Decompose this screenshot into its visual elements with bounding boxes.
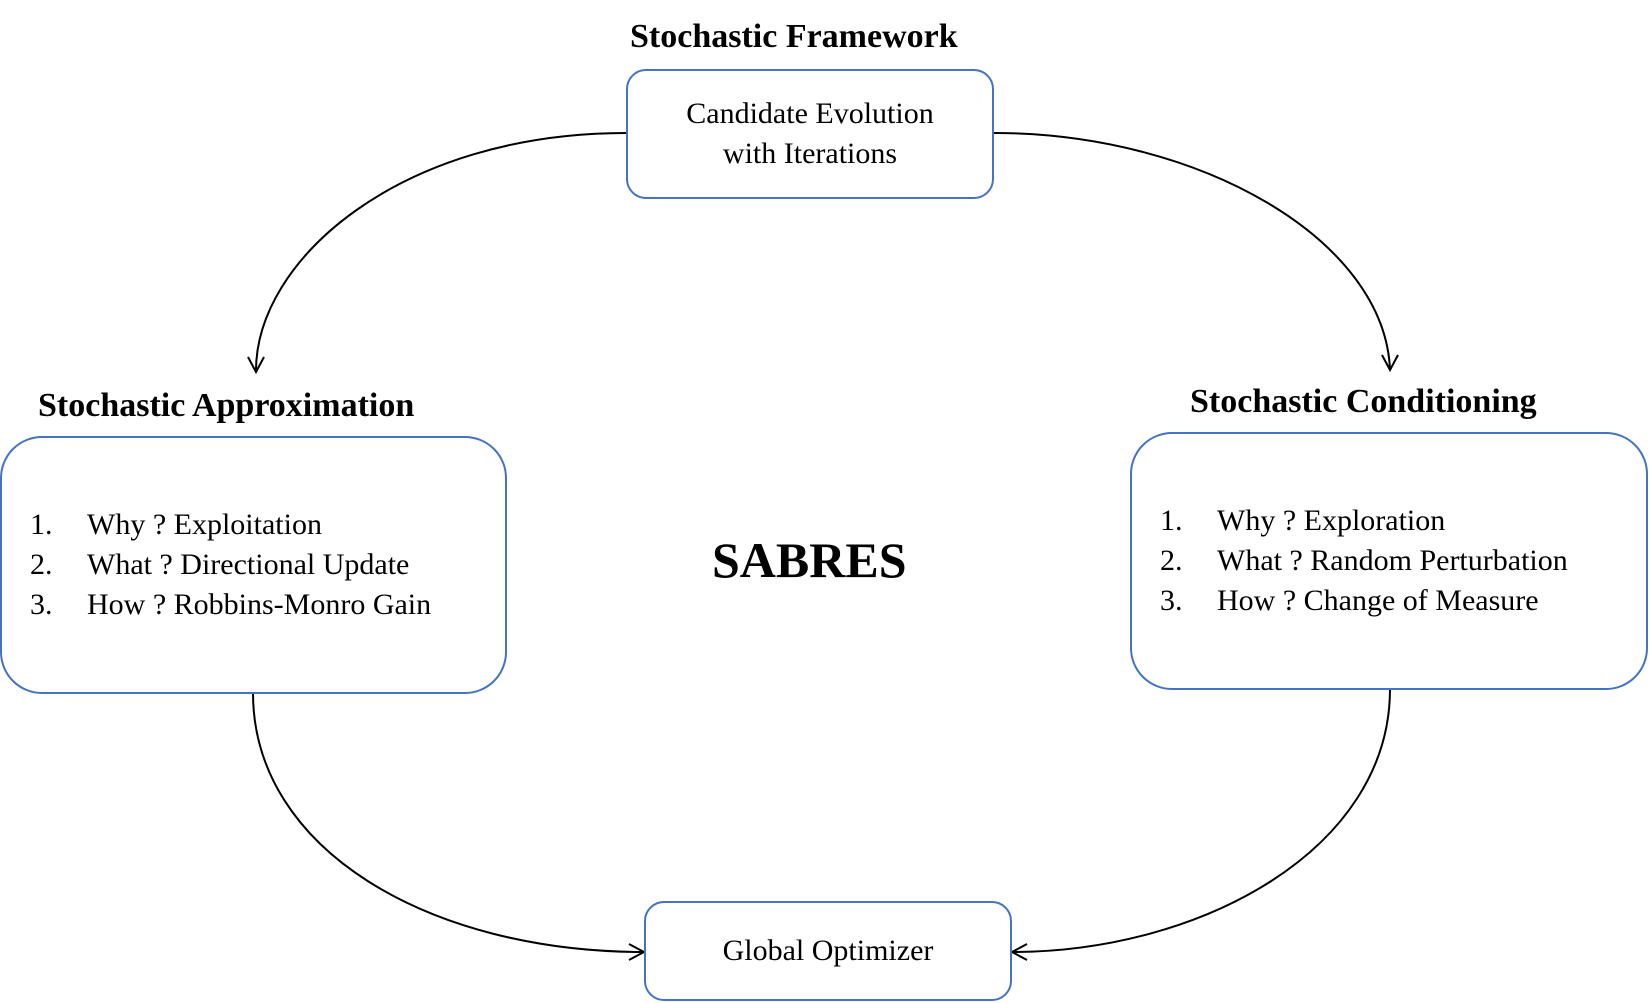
stochastic-conditioning-box: 1. Why ? Exploration 2. What ? Random Pe…	[1130, 432, 1648, 690]
list-item: 2. What ? Random Perturbation	[1160, 541, 1646, 581]
list-item-number: 2.	[30, 548, 53, 581]
connector-top-to-left	[254, 132, 627, 373]
heading-stochastic-framework: Stochastic Framework	[630, 18, 958, 55]
list-item-number: 3.	[1160, 584, 1183, 617]
list-item-number: 1.	[30, 508, 53, 541]
list-item-text: Why ? Exploration	[1217, 504, 1446, 537]
list-item-text: What ? Directional Update	[87, 548, 410, 581]
global-optimizer-label: Global Optimizer	[722, 934, 934, 967]
list-item: 1. Why ? Exploration	[1160, 501, 1646, 541]
heading-stochastic-conditioning: Stochastic Conditioning	[1190, 383, 1537, 420]
heading-stochastic-approximation: Stochastic Approximation	[38, 387, 415, 424]
candidate-evolution-line-1: Candidate Evolution	[686, 97, 934, 130]
list-item-text: What ? Random Perturbation	[1217, 544, 1568, 577]
arrowhead-right	[1381, 354, 1399, 373]
global-optimizer-box: Global Optimizer	[644, 901, 1012, 1001]
list-item-number: 2.	[1160, 544, 1183, 577]
list-item-text: How ? Robbins-Monro Gain	[87, 588, 432, 621]
list-item-number: 1.	[1160, 504, 1183, 537]
arrowhead-bottom-right	[1009, 943, 1028, 961]
list-item: 1. Why ? Exploitation	[30, 505, 505, 545]
list-item-text: Why ? Exploitation	[87, 508, 322, 541]
list-item: 3. How ? Change of Measure	[1160, 581, 1646, 621]
connector-top-to-right	[993, 132, 1391, 371]
connector-left-to-bottom	[252, 692, 645, 953]
connector-right-to-bottom	[1011, 688, 1391, 953]
arrowhead-left	[247, 356, 265, 375]
stochastic-approximation-box: 1. Why ? Exploitation 2. What ? Directio…	[0, 436, 507, 694]
list-item: 3. How ? Robbins-Monro Gain	[30, 585, 505, 625]
center-title-sabres: SABRES	[712, 532, 907, 588]
list-item: 2. What ? Directional Update	[30, 545, 505, 585]
list-item-number: 3.	[30, 588, 53, 621]
list-item-text: How ? Change of Measure	[1217, 584, 1539, 617]
candidate-evolution-line-2: with Iterations	[722, 137, 898, 170]
candidate-evolution-box: Candidate Evolution with Iterations	[626, 69, 994, 199]
